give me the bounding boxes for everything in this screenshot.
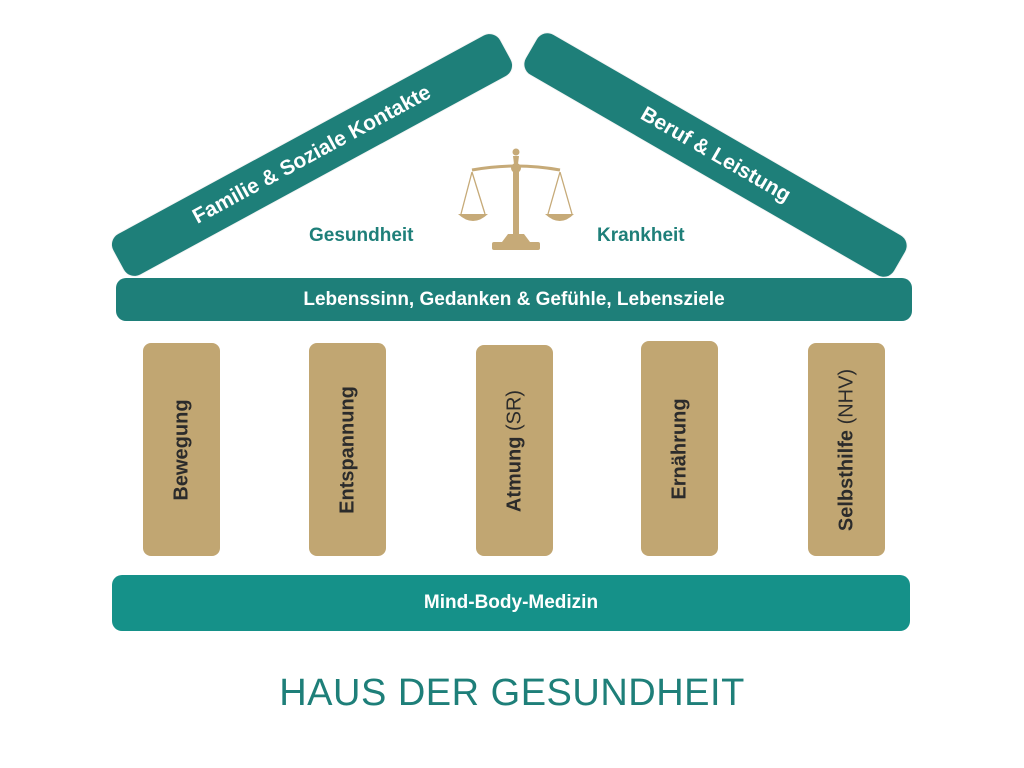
illness-label: Krankheit xyxy=(597,225,685,246)
pillar-label: Entspannung xyxy=(336,385,358,514)
scale-of-justice-icon xyxy=(458,148,574,250)
roof-right-bar: Beruf & Leistung xyxy=(519,28,912,282)
pillar-nutrition: Ernährung xyxy=(641,341,718,556)
roof-left-label: Familie & Soziale Kontakte xyxy=(188,80,435,229)
pillar-label: Selbsthilfe (NHV) xyxy=(835,368,857,531)
pillar-label: Ernährung xyxy=(668,397,690,500)
pillar-movement: Bewegung xyxy=(143,343,220,556)
diagram-title: HAUS DER GESUNDHEIT xyxy=(279,672,745,714)
pillar-label: Atmung (SR) xyxy=(503,389,525,512)
pillar-breathing: Atmung (SR) xyxy=(476,345,553,556)
meaning-beam: Lebenssinn, Gedanken & Gefühle, Lebenszi… xyxy=(116,278,912,321)
base-label: Mind-Body-Medizin xyxy=(423,592,599,613)
roof-right-label: Beruf & Leistung xyxy=(636,102,795,207)
beam-label: Lebenssinn, Gedanken & Gefühle, Lebenszi… xyxy=(303,288,725,310)
health-label: Gesundheit xyxy=(309,225,414,246)
mind-body-base: Mind-Body-Medizin xyxy=(112,575,910,631)
pillar-self-help: Selbsthilfe (NHV) xyxy=(808,343,885,556)
pillar-relaxation: Entspannung xyxy=(309,343,386,556)
pillar-label: Bewegung xyxy=(170,398,192,501)
